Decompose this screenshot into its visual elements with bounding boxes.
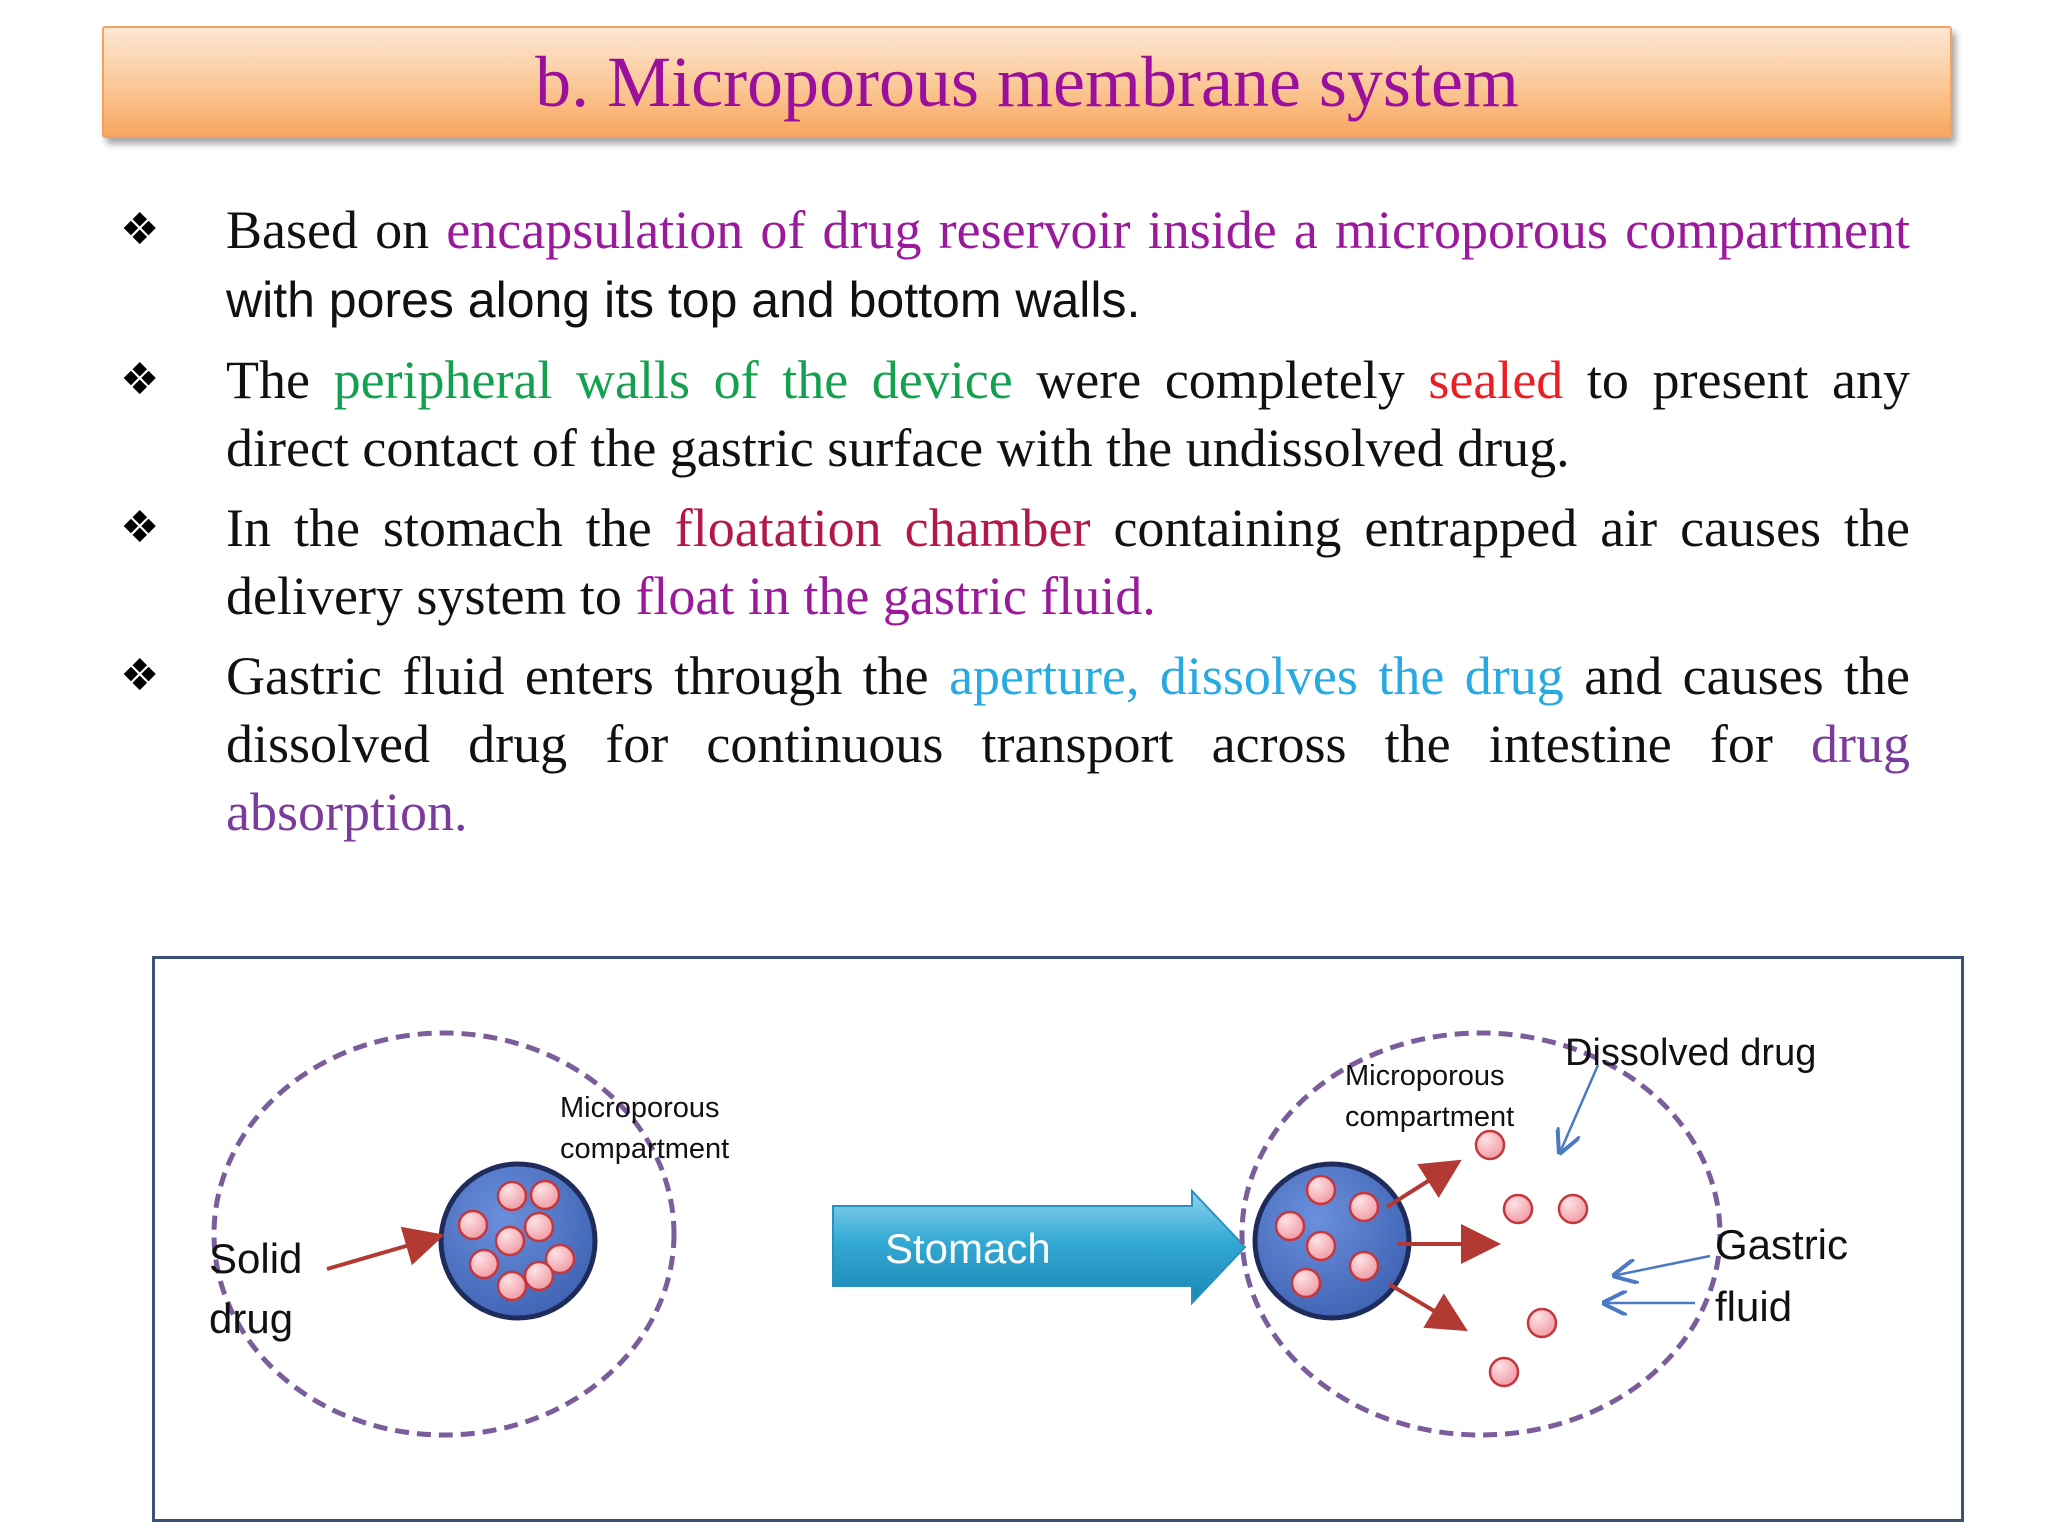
text-segment: Based on <box>226 200 447 260</box>
text-segment: to present any direct contact of the gas… <box>226 350 1911 478</box>
drug-particle <box>523 1211 555 1243</box>
release-arrow-upper <box>1385 1159 1462 1209</box>
drug-particle <box>496 1180 528 1212</box>
text-segment: and causes the dissolved drug for contin… <box>226 646 1911 774</box>
drug-particle <box>523 1260 555 1292</box>
release-arrow-lower <box>1387 1282 1468 1332</box>
bullet-item: ❖ Based on encapsulation of drug reservo… <box>120 196 1910 334</box>
drug-particle <box>1305 1230 1337 1262</box>
four-diamond-bullet-icon: ❖ <box>120 502 160 553</box>
bullet-text: In the stomach the floatation chamber co… <box>226 494 1910 630</box>
bullet-text: The peripheral walls of the device were … <box>226 346 1910 482</box>
drug-particle <box>544 1243 576 1275</box>
highlight-segment: drug absorption. <box>226 714 1910 842</box>
drug-particle <box>1348 1191 1380 1223</box>
solid-drug-pointer-arrow <box>326 1226 445 1271</box>
text-segment: Gastric fluid enters through the <box>226 646 950 706</box>
text-segment: The <box>226 350 334 410</box>
right-drug-particles <box>1274 1174 1380 1299</box>
bullet-text: Gastric fluid enters through the apertur… <box>226 642 1910 846</box>
drug-particle <box>1502 1193 1534 1225</box>
dissolved-drug-pointer <box>1561 1064 1600 1150</box>
gastric-fluid-label-1: Gastric <box>1715 1221 1848 1268</box>
text-segment: In the stomach the <box>226 498 675 558</box>
bullet-list: ❖ Based on encapsulation of drug reservo… <box>120 196 1910 858</box>
left-label-solid: Solid <box>209 1235 302 1282</box>
drug-particle <box>496 1270 528 1302</box>
left-outer-dashed-outline <box>211 1030 677 1438</box>
drug-particle <box>1526 1307 1558 1339</box>
left-drug-particles <box>457 1179 576 1302</box>
left-compartment-label-2: compartment <box>560 1133 729 1165</box>
highlight-segment: sealed <box>1428 350 1564 410</box>
drug-particle <box>1474 1129 1506 1161</box>
highlight-segment: float in the gastric fluid. <box>635 566 1156 626</box>
stomach-arrow-label: Stomach <box>885 1225 1051 1272</box>
text-segment: containing entrapped air causes the deli… <box>226 498 1910 626</box>
four-diamond-bullet-icon: ❖ <box>120 650 160 701</box>
drug-particle <box>1274 1210 1306 1242</box>
text-segment: with pores along its top and bottom wall… <box>226 272 1141 328</box>
drug-particle <box>1488 1356 1520 1388</box>
dissolved-drug-particles <box>1474 1129 1589 1388</box>
title-banner: b. Microporous membrane system <box>102 26 1952 138</box>
highlight-segment: aperture, dissolves the drug <box>949 646 1564 706</box>
four-diamond-bullet-icon: ❖ <box>120 354 160 405</box>
four-diamond-bullet-icon: ❖ <box>120 204 160 255</box>
drug-particle <box>529 1179 561 1211</box>
highlight-segment: peripheral walls of the device <box>333 350 1013 410</box>
bullet-item: ❖ The peripheral walls of the device wer… <box>120 346 1910 482</box>
highlight-segment: encapsulation of drug reservoir inside a… <box>446 200 1910 260</box>
diagram-panel: Solid drug Microporous compartment Stoma… <box>152 956 1964 1522</box>
bullet-item: ❖ In the stomach the floatation chamber … <box>120 494 1910 630</box>
text-segment: were completely <box>1012 350 1429 410</box>
slide-title: b. Microporous membrane system <box>535 41 1519 122</box>
bullet-text: Based on encapsulation of drug reservoir… <box>226 196 1910 334</box>
bullet-item: ❖ Gastric fluid enters through the apert… <box>120 642 1910 846</box>
stomach-arrow <box>832 1188 1247 1306</box>
drug-particle <box>468 1248 500 1280</box>
right-compartment-label-2: compartment <box>1345 1101 1514 1133</box>
drug-particle <box>494 1225 526 1257</box>
drug-particle <box>1290 1267 1322 1299</box>
microporous-diagram: Solid drug Microporous compartment Stoma… <box>209 1030 1848 1438</box>
gastric-fluid-label-2: fluid <box>1715 1283 1792 1330</box>
left-label-drug: drug <box>209 1295 293 1342</box>
dissolved-drug-label: Dissolved drug <box>1565 1032 1816 1074</box>
gastric-fluid-pointer-1 <box>1617 1254 1711 1275</box>
drug-particle <box>457 1209 489 1241</box>
right-outer-dashed-outline <box>1239 1030 1723 1438</box>
drug-particle <box>1348 1250 1380 1282</box>
drug-particle <box>1305 1174 1337 1206</box>
right-compartment-label-1: Microporous <box>1345 1060 1505 1092</box>
highlight-segment: floatation chamber <box>674 498 1091 558</box>
left-compartment-label-1: Microporous <box>560 1092 720 1124</box>
drug-particle <box>1557 1193 1589 1225</box>
